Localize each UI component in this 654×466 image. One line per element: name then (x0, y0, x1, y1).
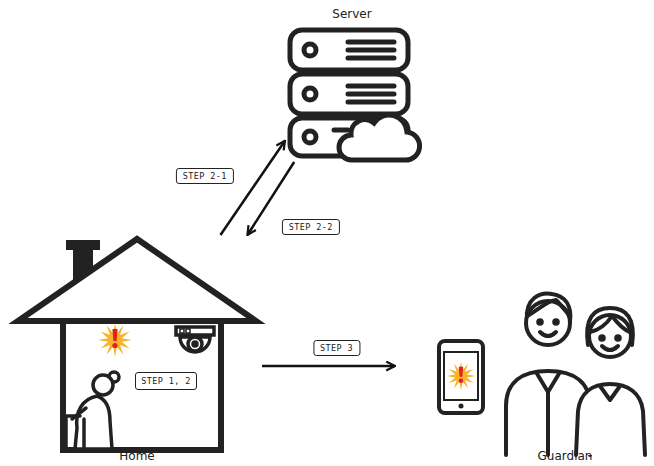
node-label: Home (119, 449, 154, 463)
phone-icon (439, 341, 483, 413)
step-label: STEP 3 (313, 340, 360, 356)
step-label: STEP 2-2 (282, 219, 340, 235)
node-label: Server (332, 7, 371, 21)
arrow-connector (262, 365, 395, 368)
camera-icon (176, 327, 214, 352)
step-box: STEP 1, 2 (135, 372, 197, 390)
elderly-person (62, 372, 119, 449)
arrow-connector (220, 141, 285, 235)
home-node: STEP 1, 2 Home (15, 235, 262, 466)
node-label: STEP 1, 2 (141, 376, 191, 386)
alert-burst (98, 323, 132, 357)
step-label: STEP 2-1 (176, 168, 234, 184)
server-icon (290, 30, 420, 160)
guardian-people (506, 294, 645, 455)
server-node: Server (285, 5, 420, 162)
guardian-node: Guardian (395, 290, 650, 466)
node-label: Guardian (538, 449, 593, 463)
house-icon (18, 239, 256, 450)
